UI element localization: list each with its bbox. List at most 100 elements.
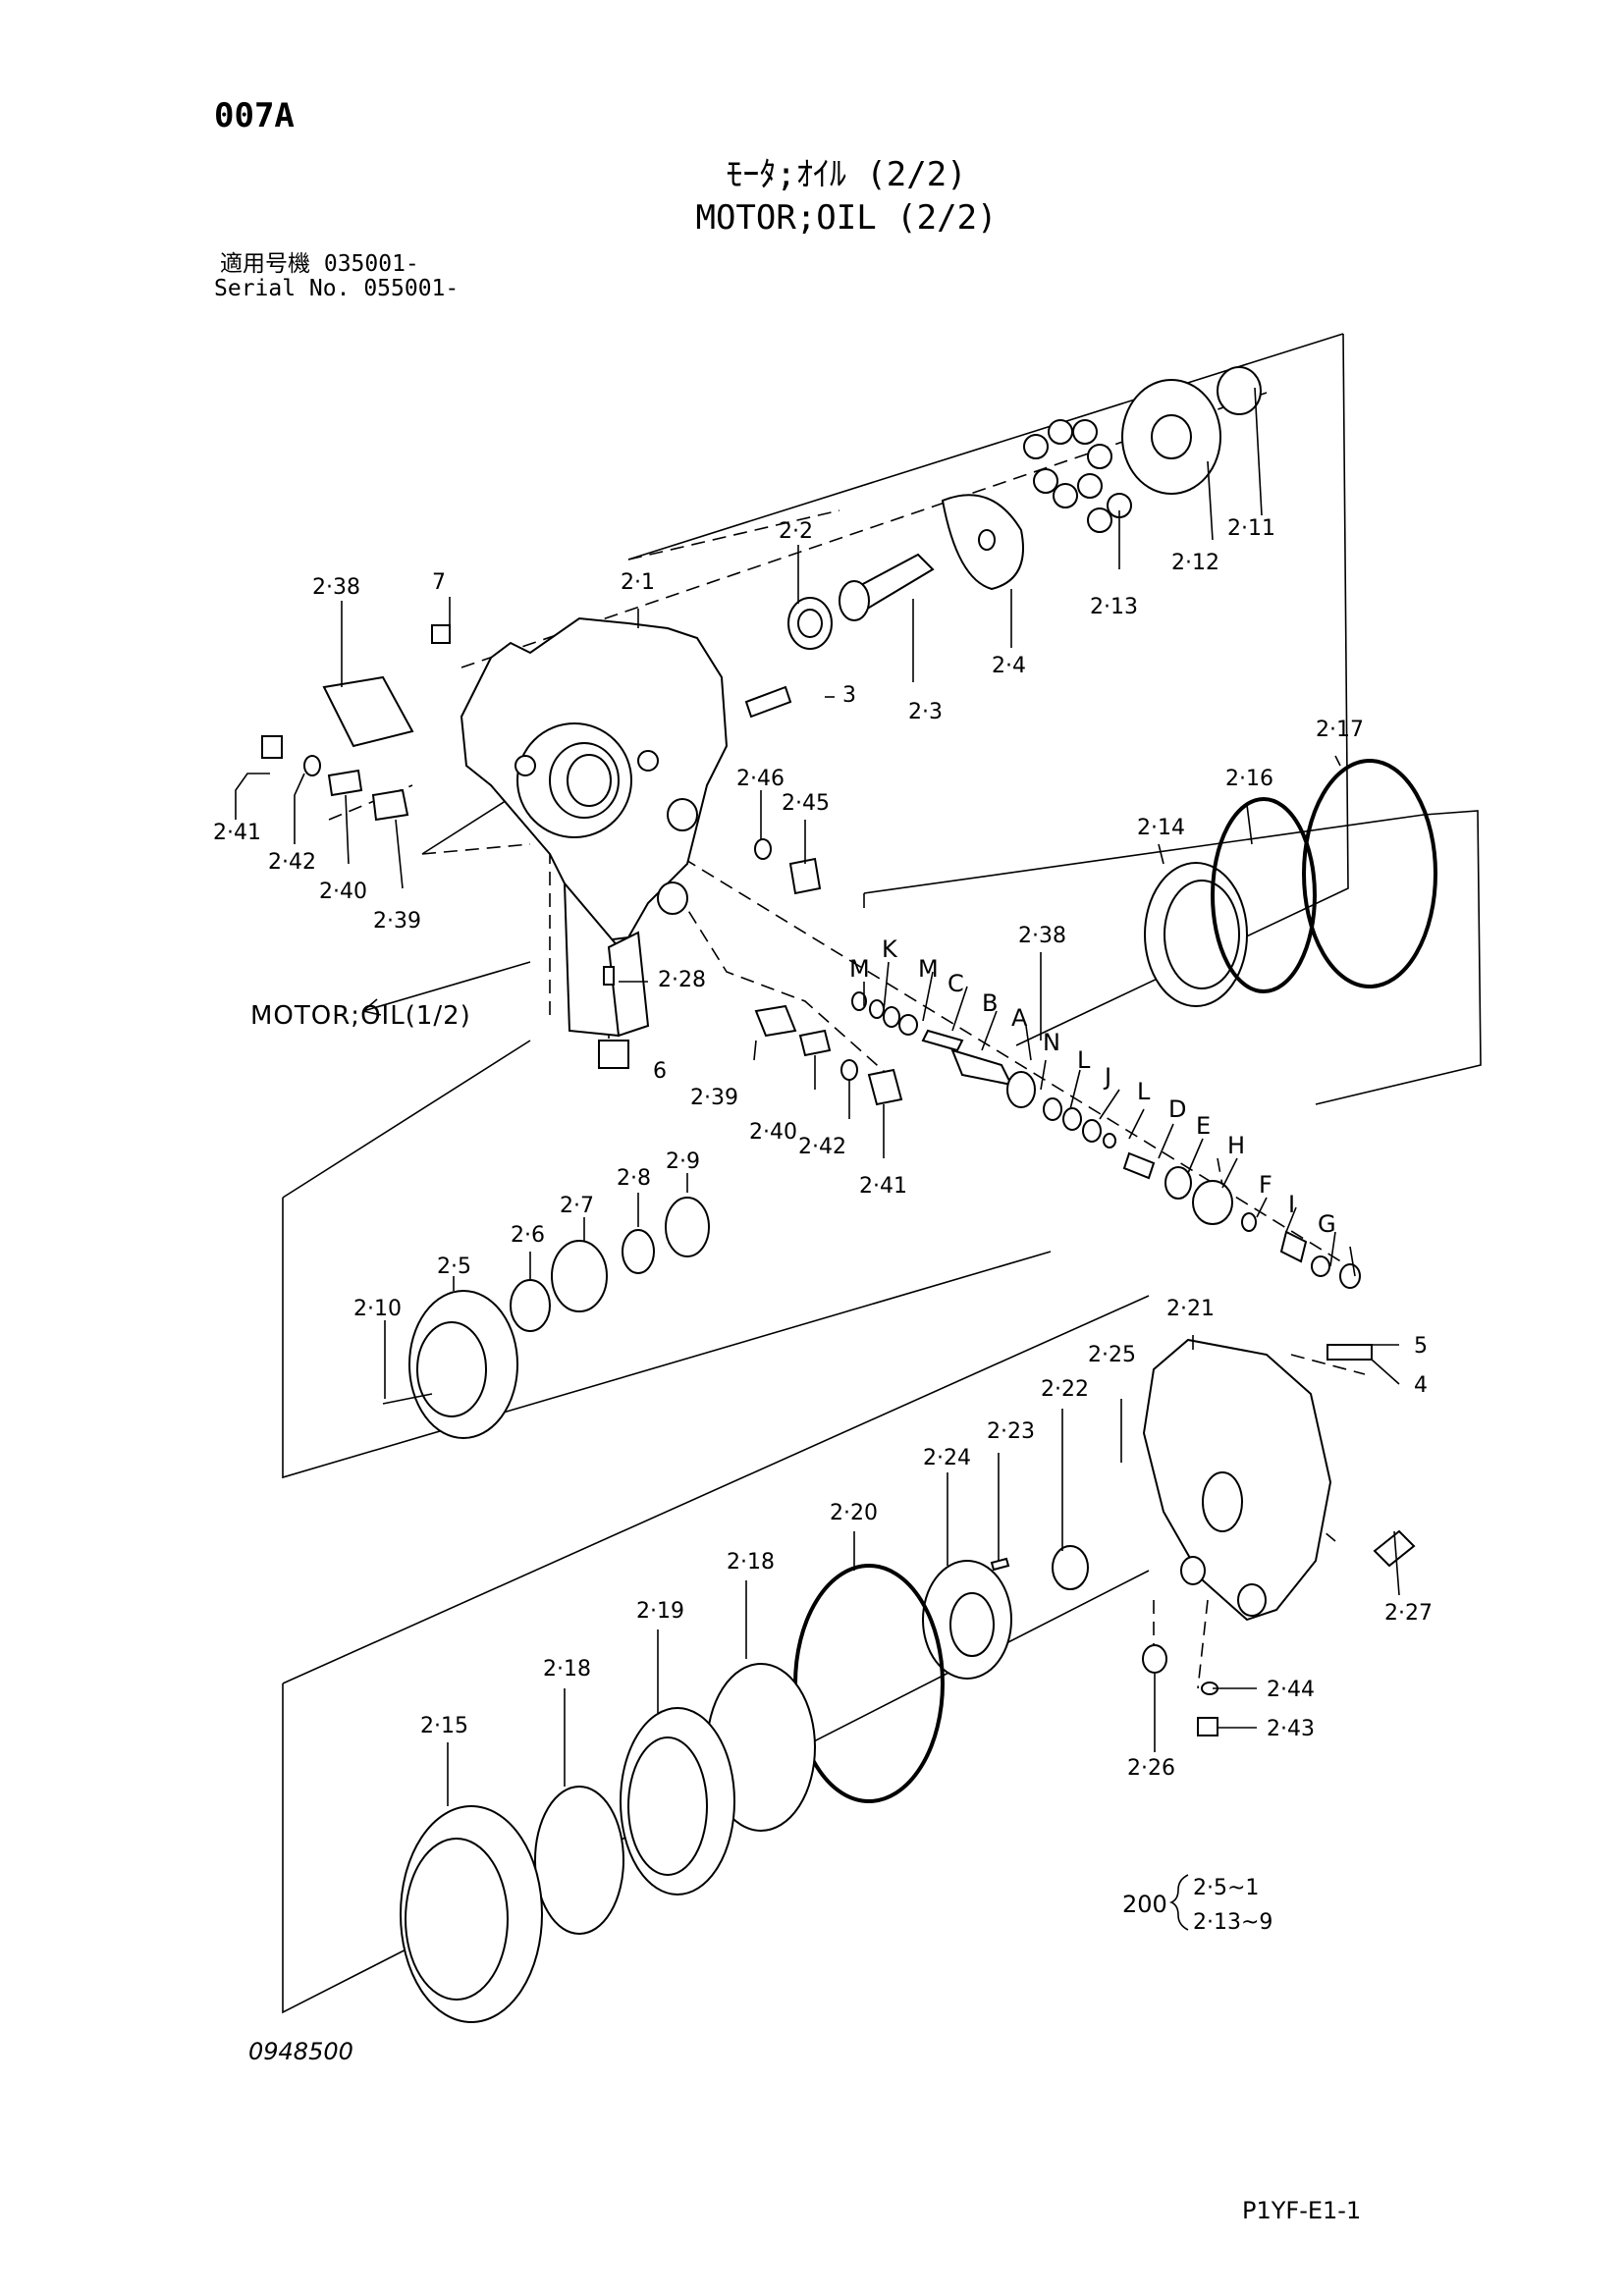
top-row-parts [261,366,1262,895]
lower-parts [400,1338,1416,2023]
callout: 2·27 [1384,1601,1433,1626]
callout: 2·26 [1127,1756,1175,1781]
part-2-41-mid [867,1068,903,1106]
callout: 2·45 [782,791,830,816]
callout: 2·3 [908,700,943,724]
leader-lines [235,387,1400,1931]
group-frame-lower [282,1295,1150,2014]
part-2-16 [1211,797,1317,993]
part-2-42-mid [840,1059,858,1081]
part-2-26 [1142,1644,1167,1674]
part-2-39-left [371,788,409,822]
callout: 2·18 [543,1657,591,1682]
part-2-22 [1052,1545,1089,1590]
motor-housing [460,616,729,1038]
part-6 [598,1040,629,1069]
kit-line-1: 2·5~1 [1193,1876,1259,1900]
kit-number: 200 [1122,1891,1167,1918]
callout: 2·41 [213,821,261,845]
cross-reference-link[interactable]: MOTOR;OIL(1/2) [250,1001,471,1031]
part-2-21 [1142,1338,1332,1622]
part-2-46 [754,838,772,860]
part-2-8 [622,1229,655,1274]
callout: C [947,970,964,997]
callout: 2·42 [798,1135,846,1159]
part-2-9 [665,1197,710,1257]
part-2-23 [990,1557,1010,1572]
serial-number-line: Serial No. 055001- [214,276,460,301]
callout: 2·10 [353,1297,402,1321]
callout: M [918,955,939,983]
callout: 2·16 [1225,767,1273,791]
callout: 5 [1414,1334,1428,1359]
callout: 2·39 [690,1086,738,1110]
callout: D [1168,1095,1186,1123]
part-2-17 [1302,759,1437,988]
part-2-39-mid [754,1004,797,1038]
part-2-7 [551,1240,608,1312]
callout: 2·8 [617,1166,651,1191]
callout: 2·28 [658,968,706,992]
callout: 2·24 [923,1446,971,1470]
callout: 2·46 [736,767,785,791]
part-2-18-b [534,1786,624,1935]
callout: I [1288,1191,1295,1218]
callout: 2·12 [1171,551,1219,575]
part-2-45 [788,857,822,895]
part-2-20 [793,1564,945,1803]
part-2-42-left [303,755,321,776]
kit-brace [1168,1874,1189,1931]
callout: 2·4 [992,654,1026,678]
callout: 2·39 [373,909,421,934]
callout: 2·23 [987,1419,1035,1444]
drawing-number: 0948500 [248,2038,353,2065]
callout: L [1137,1078,1151,1105]
callout: 2·43 [1267,1717,1315,1741]
callout: A [1011,1004,1028,1032]
callout: 2·2 [779,519,813,544]
callout: 2·11 [1227,516,1275,541]
callout: 2·38 [1018,924,1066,948]
part-2-41-left [261,735,283,759]
callout: 2·13 [1090,595,1138,619]
callout: 2·1 [621,570,655,595]
callout: 2·41 [859,1174,907,1199]
part-2-38-top [322,675,414,748]
callout: 2·40 [319,880,367,904]
callout: 2·17 [1316,718,1364,742]
callout: E [1196,1112,1211,1140]
callout: 4 [1414,1373,1428,1398]
callout: H [1227,1132,1245,1159]
part-7 [431,624,451,644]
callout: 2·9 [666,1149,700,1174]
page-code: 007A [214,96,295,135]
callout: 2·6 [511,1223,545,1248]
part-2-43 [1197,1717,1218,1736]
callout: B [982,989,998,1017]
part-2-13-pistons [1023,419,1132,533]
callout: 2·7 [560,1194,594,1218]
callout: 7 [432,570,446,595]
page-title-japanese: ﾓｰﾀ;ｵｲﾙ (2/2) [726,155,967,194]
page-reference: P1YF-E1-1 [1242,2197,1362,2224]
part-2-6 [510,1279,551,1332]
part-4 [1326,1344,1373,1361]
callout: 2·5 [437,1255,471,1279]
page-title: MOTOR;OIL (2/2) [695,198,998,238]
callout: J [1103,1063,1111,1091]
callout: G [1318,1210,1336,1238]
applicable-model-line: 適用号機 035001- [220,251,419,277]
callout: 2·38 [312,575,360,600]
callout: 2·25 [1088,1343,1136,1367]
callout: 2·15 [420,1714,468,1738]
kit-line-2: 2·13~9 [1193,1910,1272,1935]
part-2-11 [1217,366,1262,415]
part-3 [744,685,792,719]
planetary-parts [382,1197,710,1439]
callout: F [1259,1171,1272,1199]
callout: N [1043,1029,1060,1056]
part-2-40-mid [798,1029,832,1057]
callout: 3 [842,683,856,708]
callout: M [849,955,870,983]
callout: 2·18 [727,1550,775,1575]
